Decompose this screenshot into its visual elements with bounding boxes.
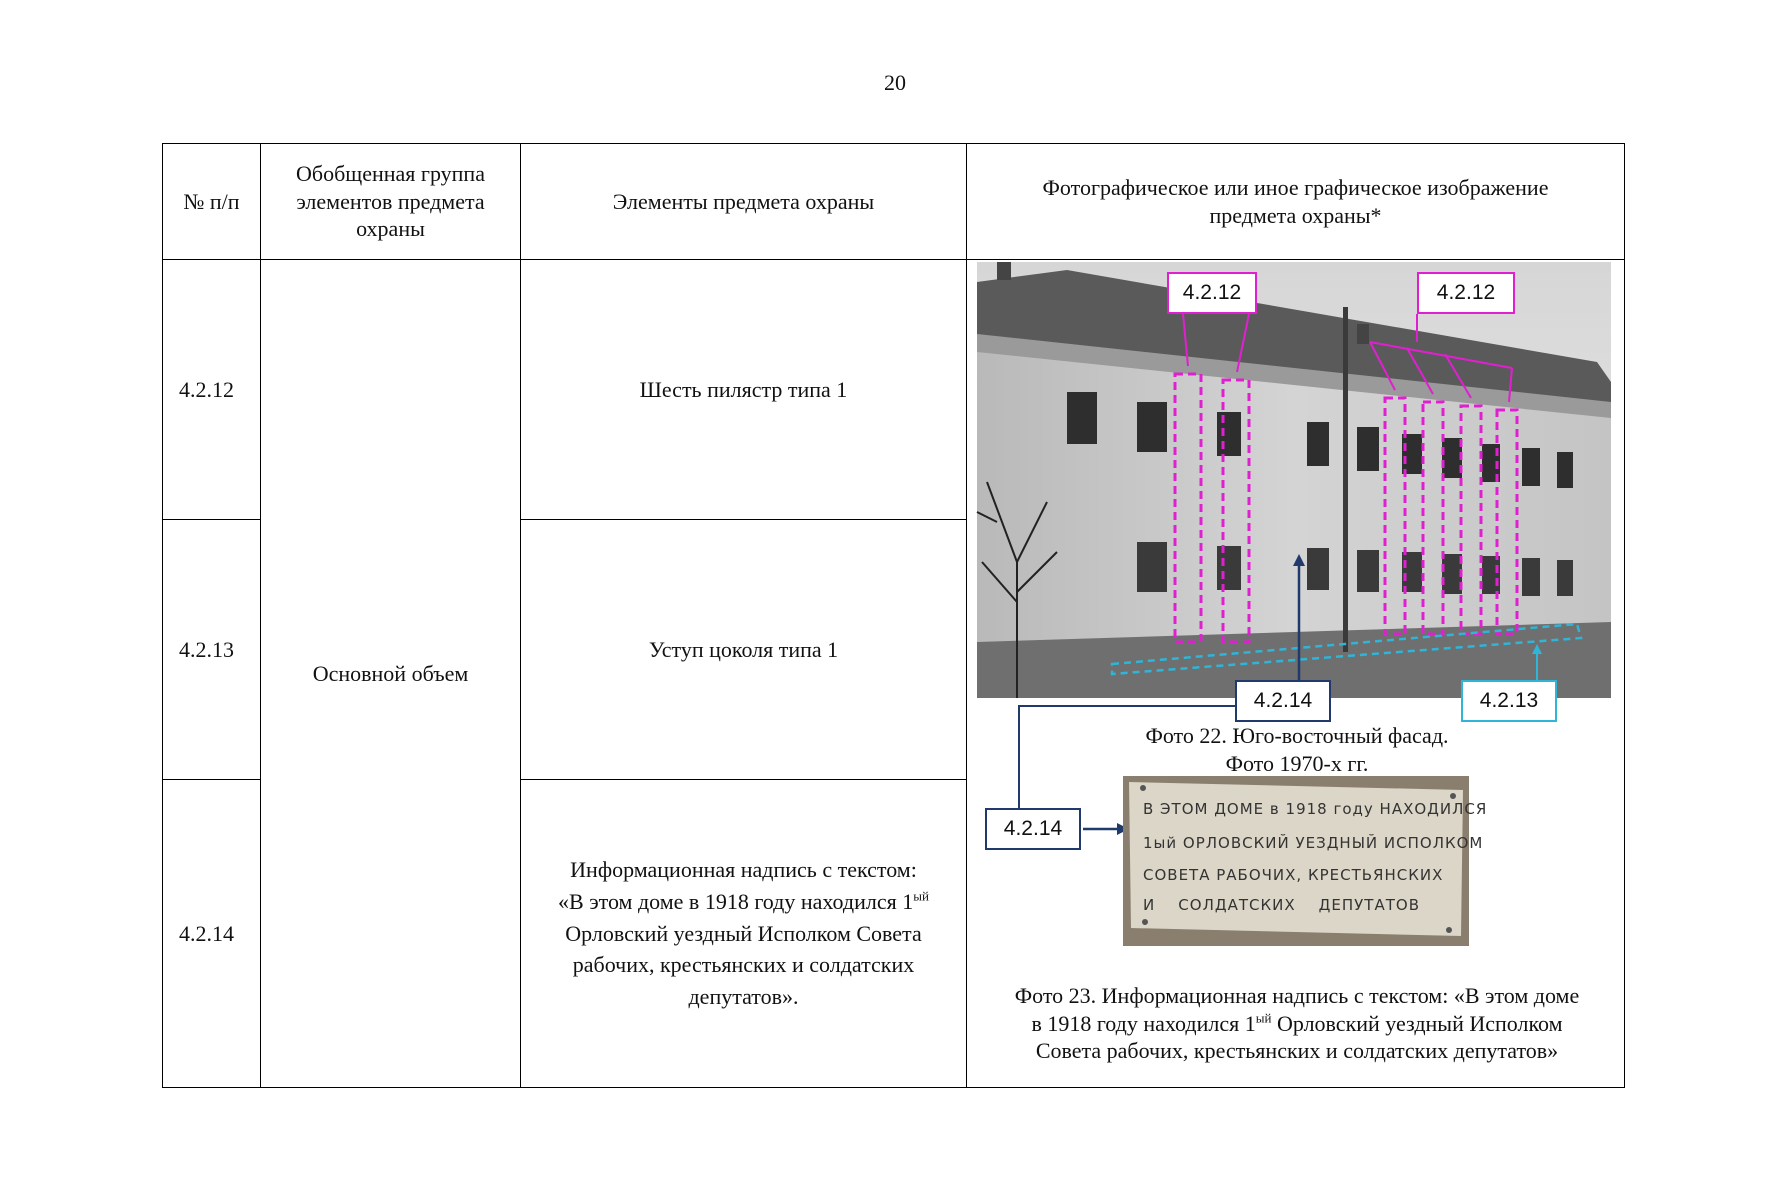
photo22-caption-line1: Фото 22. Юго-восточный фасад. — [1145, 723, 1449, 748]
row-element: Информационная надпись с текстом: «В это… — [520, 779, 967, 1088]
plaque-line3: СОВЕТА РАБОЧИХ, КРЕСТЬЯНСКИХ — [1143, 866, 1443, 884]
table-header-row: № п/п Обобщенная группа элементов предме… — [162, 143, 1625, 260]
windows-upper — [1067, 392, 1573, 488]
element-line1: Информационная надпись с текстом: — [570, 856, 917, 882]
callout-4-2-14-photo22: 4.2.14 — [1235, 680, 1331, 722]
photo23-caption-line3: Совета рабочих, крестьянских и солдатски… — [1035, 1038, 1559, 1063]
photo22-caption-line2: Фото 1970-х гг. — [1225, 750, 1369, 776]
row-element: Уступ цоколя типа 1 — [520, 519, 967, 780]
element-line2-text: «В этом доме в 1918 году находился 1 — [558, 888, 914, 914]
header-image: Фотографическое или иное графическое изо… — [966, 143, 1625, 260]
photo23-caption-line2a: в 1918 году находился 1 — [1031, 1010, 1256, 1036]
element-line2: «В этом доме в 1918 году находился 1ый — [521, 886, 966, 918]
callout-4-2-14-photo23: 4.2.14 — [985, 808, 1081, 850]
plaque-photo: В ЭТОМ ДОМЕ в 1918 году НАХОДИЛСЯ 1ый ОР… — [1123, 776, 1486, 946]
row-num: 4.2.14 — [162, 779, 261, 1088]
callout-4-2-12-left: 4.2.12 — [1167, 272, 1257, 314]
page-number: 20 — [884, 70, 906, 95]
element-line5: депутатов». — [688, 984, 799, 1010]
photo23-caption-sup: ый — [1255, 1010, 1272, 1026]
facade-photo — [976, 262, 1611, 698]
row-element: Шесть пилястр типа 1 — [520, 259, 967, 520]
table-row: 4.2.14 Информационная надпись с текстом:… — [162, 779, 1625, 1088]
protection-table: № п/п Обобщенная группа элементов предме… — [162, 143, 1625, 1088]
pilaster-arrows — [1182, 313, 1513, 403]
element-line2-sup: ый — [913, 888, 929, 904]
table-row: 4.2.12 Основной объем Шесть пилястр типа… — [162, 259, 1625, 1088]
table-row: 4.2.13 Уступ цоколя типа 1 — [162, 519, 1625, 780]
row-num: 4.2.12 — [162, 259, 261, 520]
photo-cell: 4.2.12 4.2.12 4.2.14 4.2.13 Фото 22. Юго… — [966, 259, 1627, 1088]
plaque-line1: В ЭТОМ ДОМЕ в 1918 году НАХОДИЛСЯ — [1143, 800, 1487, 818]
photo23-caption-line1: Фото 23. Информационная надпись с тексто… — [1014, 983, 1580, 1008]
header-num: № п/п — [162, 143, 261, 260]
callout-4-2-12-right: 4.2.12 — [1417, 272, 1515, 314]
photo22-caption: Фото 22. Юго-восточный фасад. Фото 1970-… — [967, 722, 1627, 777]
photo23-caption-line2: в 1918 году находился 1ый Орловский уезд… — [967, 1010, 1627, 1038]
tree — [976, 481, 1058, 698]
callout-4-2-13: 4.2.13 — [1461, 680, 1557, 722]
element-line4: рабочих, крестьянских и солдатских — [572, 952, 915, 978]
plinth-outline — [1110, 622, 1583, 676]
row-num: 4.2.13 — [162, 519, 261, 780]
plaque-line2: 1ый ОРЛОВСКИЙ УЕЗДНЫЙ ИСПОЛКОМ — [1143, 833, 1483, 852]
header-elements: Элементы предмета охраны — [520, 143, 967, 260]
pilaster-outlines — [1173, 372, 1519, 644]
header-group: Обобщенная группа элементов предмета охр… — [260, 143, 521, 260]
photo23-caption: Фото 23. Информационная надпись с тексто… — [967, 982, 1627, 1065]
group-cell: Основной объем — [260, 259, 521, 1088]
photo23-caption-line2b: Орловский уездный Исполком — [1271, 1010, 1563, 1036]
element-line3: Орловский уездный Исполком Совета — [565, 920, 922, 946]
connector-lines — [1018, 705, 1235, 835]
plaque-line4: И СОЛДАТСКИХ ДЕПУТАТОВ — [1143, 896, 1420, 914]
